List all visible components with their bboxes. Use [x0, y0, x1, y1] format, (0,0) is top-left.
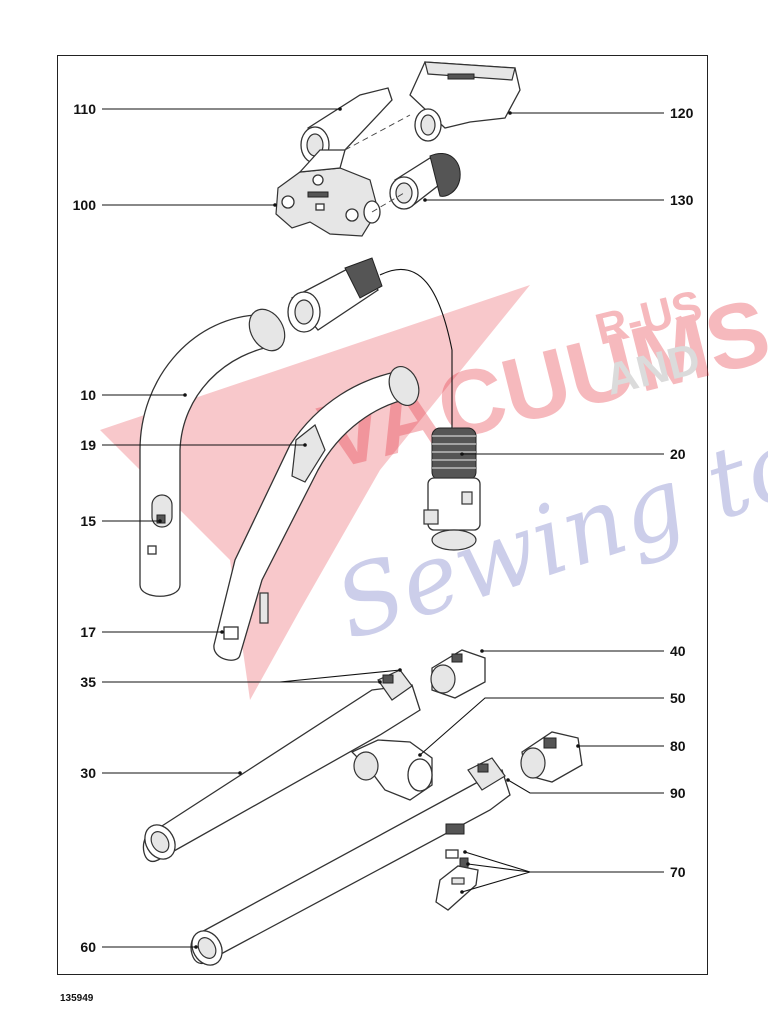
label-part-35: 35 [80, 674, 96, 690]
part-120-upholstery-tool [409, 61, 521, 142]
assembly-line [371, 192, 405, 213]
part-30-upper-wand [142, 669, 421, 863]
part-80-sleeve [520, 731, 583, 783]
hose-swivel-connector [287, 257, 453, 430]
label-part-20: 20 [670, 446, 686, 462]
label-part-10: 10 [80, 387, 96, 403]
part-70-latch [435, 823, 479, 911]
assembly-line [344, 114, 411, 151]
part-50-clip [350, 739, 433, 801]
diagram-frame [57, 55, 708, 975]
part-17-handle-tube [213, 366, 420, 661]
label-part-19: 19 [80, 437, 96, 453]
label-part-110: 110 [73, 101, 96, 117]
label-part-30: 30 [80, 765, 96, 781]
label-part-50: 50 [670, 690, 686, 706]
part-10-handle [139, 308, 286, 597]
label-part-40: 40 [670, 643, 686, 659]
label-part-90: 90 [670, 785, 686, 801]
label-part-17: 17 [80, 624, 96, 640]
label-part-130: 130 [670, 192, 694, 208]
part-40-sleeve [430, 649, 486, 699]
label-part-100: 100 [72, 197, 96, 213]
part-20-hose-cuff [423, 427, 481, 551]
label-part-15: 15 [80, 513, 96, 529]
document-number: 135949 [60, 993, 94, 1004]
part-100-tool-holder [275, 149, 381, 237]
leader-lines [102, 107, 664, 949]
label-part-120: 120 [670, 105, 694, 121]
part-110-crevice-tool [300, 87, 393, 164]
part-60-lower-wand [190, 757, 511, 966]
label-part-80: 80 [670, 738, 686, 754]
part-130-dusting-brush [389, 153, 461, 210]
label-part-60: 60 [80, 939, 96, 955]
label-part-70: 70 [670, 864, 686, 880]
